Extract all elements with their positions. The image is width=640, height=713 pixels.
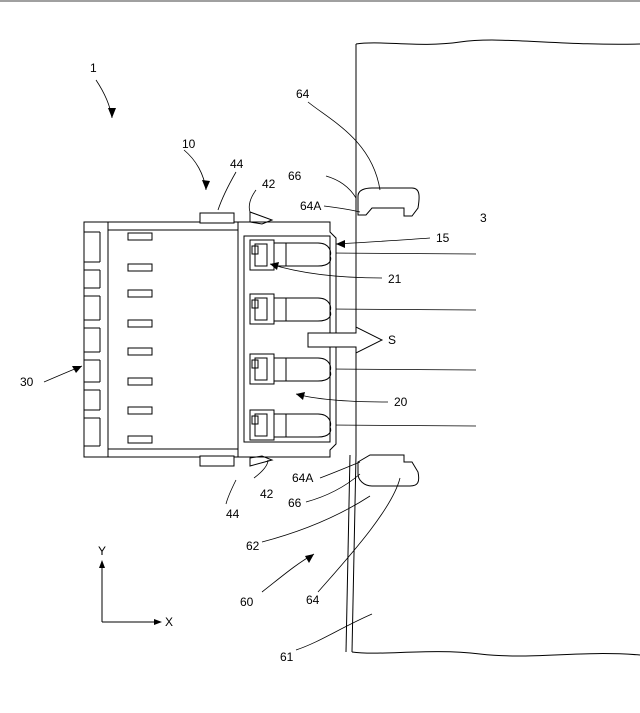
axis-label-x: X xyxy=(165,615,173,629)
x-axis-arrow xyxy=(154,619,162,625)
label-direction: S xyxy=(388,333,396,347)
label-cover: 30 xyxy=(20,375,34,389)
axes: Y X xyxy=(98,544,173,629)
label-protrusion-bottom: 44 xyxy=(226,507,240,521)
y-axis-arrow xyxy=(99,560,105,568)
panel-61 xyxy=(346,40,640,656)
housing-10 xyxy=(108,213,238,466)
label-wire: 3 xyxy=(480,211,487,225)
label-housing: 10 xyxy=(182,137,196,151)
label-clip-top: 64 xyxy=(296,87,310,101)
label-lock-arm-top: 42 xyxy=(262,177,276,191)
label-terminal-fitting: 15 xyxy=(436,231,450,245)
label-protrusion-top: 44 xyxy=(230,157,244,171)
label-terminal-module: 20 xyxy=(394,395,408,409)
cover-30 xyxy=(84,222,108,457)
label-clip-tip-bottom: 64A xyxy=(292,471,313,485)
label-edge-top: 66 xyxy=(288,169,302,183)
label-assembly: 1 xyxy=(90,61,97,75)
label-lock-arm-bottom: 42 xyxy=(260,487,274,501)
label-clip-bottom: 64 xyxy=(306,593,320,607)
clip-64-top xyxy=(358,188,419,216)
label-clip-tip-top: 64A xyxy=(300,199,321,213)
label-panel: 61 xyxy=(280,650,294,664)
clip-64-bottom xyxy=(358,455,419,486)
axis-label-y: Y xyxy=(98,544,106,558)
label-receiving: 21 xyxy=(388,272,402,286)
label-hole-edge: 62 xyxy=(246,539,260,553)
label-edge-bottom: 66 xyxy=(288,496,302,510)
label-panel-assembly: 60 xyxy=(240,595,254,609)
